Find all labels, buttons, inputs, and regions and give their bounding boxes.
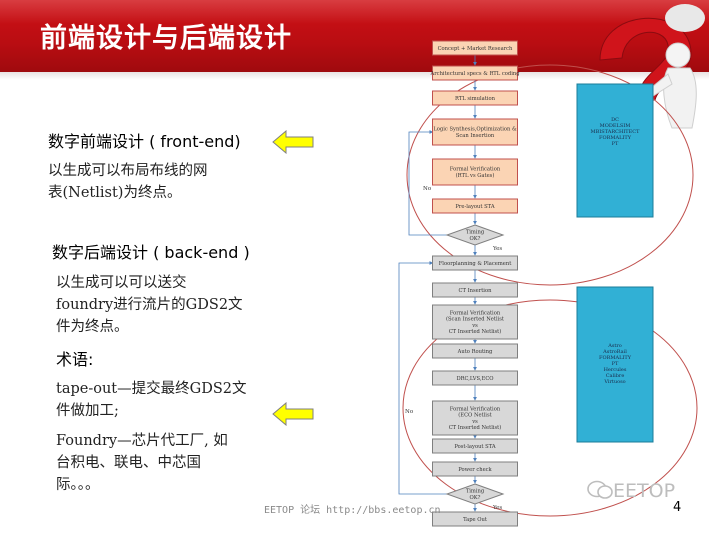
foundry-definition: Foundry—芯片代工厂, 如 台积电、联电、中芯国 际。。。 bbox=[56, 430, 228, 496]
tool-name: MODELSIM bbox=[600, 123, 631, 129]
tapeout-line: tape-out—提交最终GDS2文 bbox=[56, 381, 247, 397]
yes-label: Yes bbox=[492, 505, 502, 511]
flow-step-label: OK? bbox=[470, 236, 481, 242]
flow-step-fv1: Formal Verification(RTL vs Gates) bbox=[432, 158, 518, 186]
no-label: No bbox=[405, 409, 414, 415]
flow-step-concept: Concept + Market Research bbox=[432, 40, 518, 56]
tapeout-line: 件做加工; bbox=[56, 403, 119, 419]
backend-desc-line: 件为终点。 bbox=[56, 319, 129, 335]
tapeout-definition: tape-out—提交最终GDS2文 件做加工; bbox=[56, 378, 247, 422]
flow-step-label: Auto Routing bbox=[457, 349, 493, 355]
flow-step-label: CT Inserted Netlist) bbox=[449, 328, 502, 335]
brand-logo: EETOP bbox=[587, 480, 675, 502]
flow-step-label: Timing bbox=[466, 230, 485, 236]
frontend-desc-line: 表(Netlist)为终点。 bbox=[48, 185, 182, 201]
tool-name: MBISTARCHITECT bbox=[591, 129, 641, 135]
flow-step-label: vs bbox=[471, 323, 478, 329]
backend-description: 以生成可以可以送交 foundry进行流片的GDS2文 件为终点。 bbox=[56, 272, 243, 338]
forum-watermark: EETOP 论坛 http://bbs.eetop.cn bbox=[264, 505, 441, 516]
backend-tools-box: AstroAstroRailFORMALITYPTHerculesCalibre… bbox=[576, 286, 654, 443]
backend-desc-line: foundry进行流片的GDS2文 bbox=[56, 297, 243, 313]
flow-step-label: Formal Verification bbox=[450, 311, 501, 317]
tool-name: PT bbox=[612, 361, 619, 367]
tool-name: FORMALITY bbox=[599, 135, 632, 141]
foundry-line: Foundry—芯片代工厂, 如 bbox=[56, 433, 228, 449]
flow-step-label: (RTL vs Gates) bbox=[456, 172, 495, 179]
tool-name: Calibre bbox=[606, 373, 625, 379]
flow-step-floorplan: Floorplanning & Placement bbox=[432, 255, 518, 271]
flow-step-fv2: Formal Verification(Scan Inserted Netlis… bbox=[432, 304, 518, 340]
title-bar: 前端设计与后端设计 bbox=[0, 0, 709, 72]
flow-step-label: Pre-layout STA bbox=[455, 204, 494, 210]
flow-step-label: Post-layout STA bbox=[454, 444, 496, 450]
flow-step-label: Power check bbox=[458, 467, 492, 473]
flow-step-ct: CT Insertion bbox=[432, 282, 518, 298]
backend-arrow-icon bbox=[272, 402, 314, 426]
flow-step-synth: Logic Synthesis,Optimization &Scan Inser… bbox=[432, 118, 518, 146]
flow-step-label: Concept + Market Research bbox=[438, 46, 513, 52]
flow-step-label: Formal Verification bbox=[450, 167, 501, 173]
flow-step-rtl-sim: RTL simulation bbox=[432, 90, 518, 106]
tool-name: Astro bbox=[607, 343, 622, 349]
flow-step-sta2: Post-layout STA bbox=[432, 438, 518, 454]
flow-step-label: RTL simulation bbox=[455, 96, 496, 102]
tool-name: Hercules bbox=[604, 367, 627, 373]
flow-step-label: Formal Verification bbox=[450, 407, 501, 413]
frontend-arrow-icon bbox=[272, 130, 314, 154]
brand-name: EETOP bbox=[613, 480, 676, 502]
flow-step-label: Logic Synthesis,Optimization & bbox=[433, 127, 517, 133]
flow-step-label: Floorplanning & Placement bbox=[439, 261, 513, 267]
flow-step-label: Timing bbox=[466, 489, 485, 495]
frontend-ellipse bbox=[406, 64, 694, 286]
tool-name: FORMALITY bbox=[599, 355, 632, 361]
backend-ellipse bbox=[402, 299, 698, 517]
tool-name: PT bbox=[612, 141, 619, 147]
tool-name: DC bbox=[611, 117, 619, 123]
foundry-line: 际。。。 bbox=[56, 477, 100, 493]
backend-heading: 数字后端设计 ( back-end ) bbox=[52, 243, 250, 262]
flow-step-label: (ECO Netlist bbox=[458, 412, 492, 419]
feedback-loop bbox=[398, 261, 447, 495]
no-label: No bbox=[423, 186, 432, 192]
flow-step-label: Architectural specs & RTL coding bbox=[429, 71, 520, 77]
flow-step-tapeout: Tape Out bbox=[432, 511, 518, 527]
foundry-line: 台积电、联电、中芯国 bbox=[56, 455, 201, 471]
terms-heading: 术语: bbox=[56, 350, 94, 369]
flow-step-label: Tape Out bbox=[463, 517, 488, 523]
tool-name: Virtuoso bbox=[603, 379, 625, 385]
title-bar-gloss bbox=[0, 0, 709, 24]
flow-step-label: Scan Insertion bbox=[456, 133, 495, 139]
flow-step-drc: DRC,LVS,ECO bbox=[432, 370, 518, 386]
flow-step-label: (Scan Inserted Netlist bbox=[446, 316, 505, 323]
frontend-desc-line: 以生成可以布局布线的网 bbox=[48, 163, 208, 179]
flow-step-power: Power check bbox=[432, 461, 518, 477]
flow-step-label: DRC,LVS,ECO bbox=[456, 376, 493, 382]
wechat-icon bbox=[587, 480, 613, 499]
backend-desc-line: 以生成可以可以送交 bbox=[56, 275, 187, 291]
yes-label: Yes bbox=[492, 246, 502, 252]
title-underline bbox=[0, 72, 709, 80]
frontend-heading: 数字前端设计 ( front-end) bbox=[48, 132, 241, 151]
question-mark-figure-icon bbox=[599, 4, 705, 129]
flow-step-label: OK? bbox=[470, 495, 481, 501]
flow-step-sta1: Pre-layout STA bbox=[432, 198, 518, 214]
tool-name: AstroRail bbox=[602, 349, 627, 355]
flow-step-arch: Architectural specs & RTL coding bbox=[429, 65, 520, 81]
page-number: 4 bbox=[673, 500, 682, 515]
page-title: 前端设计与后端设计 bbox=[40, 23, 292, 54]
flow-step-label: vs bbox=[471, 419, 478, 425]
flow-step-route: Auto Routing bbox=[432, 343, 518, 359]
frontend-description: 以生成可以布局布线的网 表(Netlist)为终点。 bbox=[48, 160, 208, 204]
feedback-loop bbox=[408, 130, 447, 236]
flow-step-label: CT Inserted Netlist) bbox=[449, 424, 502, 431]
flow-step-label: CT Insertion bbox=[459, 288, 493, 294]
